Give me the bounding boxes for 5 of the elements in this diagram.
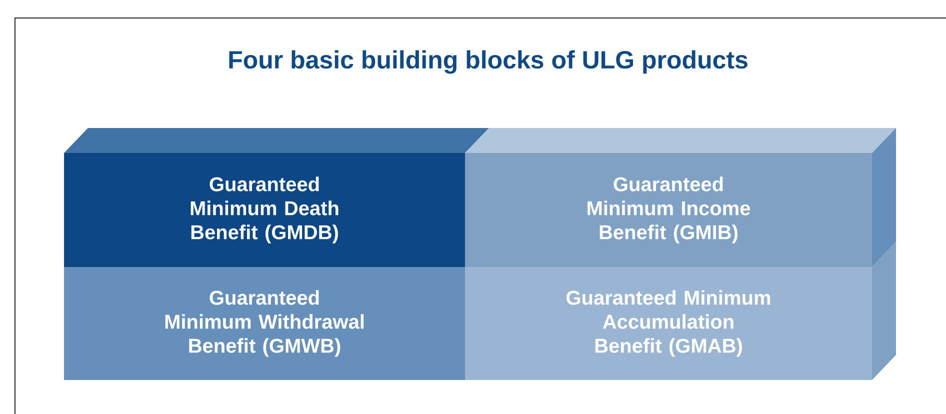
block-face: Guaranteed Minimum Accumulation Benefit (GMAB) xyxy=(465,266,872,380)
block-face: Guaranteed Minimum Withdrawal Benefit (GMWB) xyxy=(64,266,465,380)
block-face: Guaranteed Minimum Income Benefit (GMIB) xyxy=(465,153,872,267)
title: Four basic building blocks of ULG products xyxy=(229,50,748,74)
block-face: Guaranteed Minimum Death Benefit (GMDB) xyxy=(64,153,465,267)
